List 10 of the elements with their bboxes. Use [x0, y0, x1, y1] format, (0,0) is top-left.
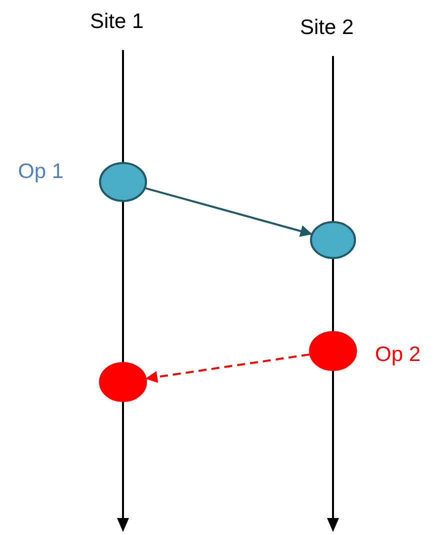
event-circle: [308, 330, 358, 372]
arrow: [145, 354, 310, 383]
event-circle: [98, 161, 148, 203]
operation-label: Op 1: [18, 160, 64, 184]
operation-label: Op 2: [375, 343, 421, 367]
arrow: [146, 187, 312, 237]
site-label: Site 1: [90, 10, 144, 34]
site-label: Site 2: [300, 16, 354, 40]
event-circle: [98, 361, 148, 403]
event-circle: [309, 220, 357, 260]
